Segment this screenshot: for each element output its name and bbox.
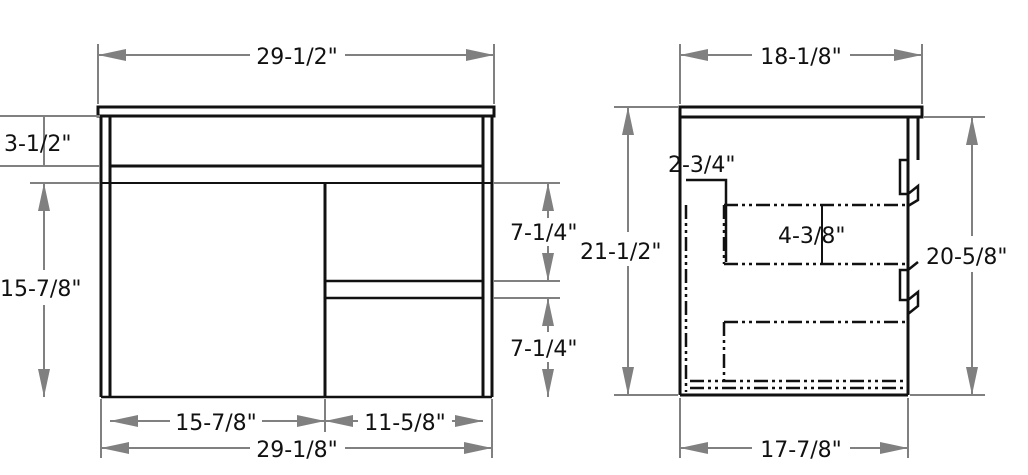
front-top-width-label: 29-1/2" [256, 45, 337, 70]
front-top-rail-label: 3-1/2" [4, 132, 71, 157]
side-bottom-depth-label: 17-7/8" [760, 438, 841, 463]
side-view [678, 105, 924, 397]
side-drawer-offset-label: 2-3/4" [668, 153, 735, 178]
side-countertop [678, 105, 924, 119]
side-upper-handle [898, 158, 920, 208]
front-door-width-label: 15-7/8" [175, 411, 256, 436]
front-countertop [96, 105, 496, 118]
front-drawer-width-label: 11-5/8" [364, 411, 445, 436]
side-body-height-label: 20-5/8" [926, 245, 1007, 270]
side-top-depth-label: 18-1/8" [760, 45, 841, 70]
front-upper-drawer-label: 7-1/4" [510, 221, 577, 246]
side-lower-handle [898, 261, 920, 315]
side-drawer-height-label: 4-3/8" [778, 224, 845, 249]
front-dimensions: 29-1/2" 3-1/2" 15-7/8" 7-1/4" 7-1/4" [0, 44, 577, 463]
side-dimensions: 18-1/8" 21-1/2" 2-3/4" 4-3/8" 20-5/8" 17… [580, 44, 1007, 463]
front-bottom-width-label: 29-1/8" [256, 438, 337, 463]
front-lower-drawer-label: 7-1/4" [510, 337, 577, 362]
front-door-height-label: 15-7/8" [0, 277, 81, 302]
front-view [96, 105, 496, 399]
side-overall-height-label: 21-1/2" [580, 240, 661, 265]
